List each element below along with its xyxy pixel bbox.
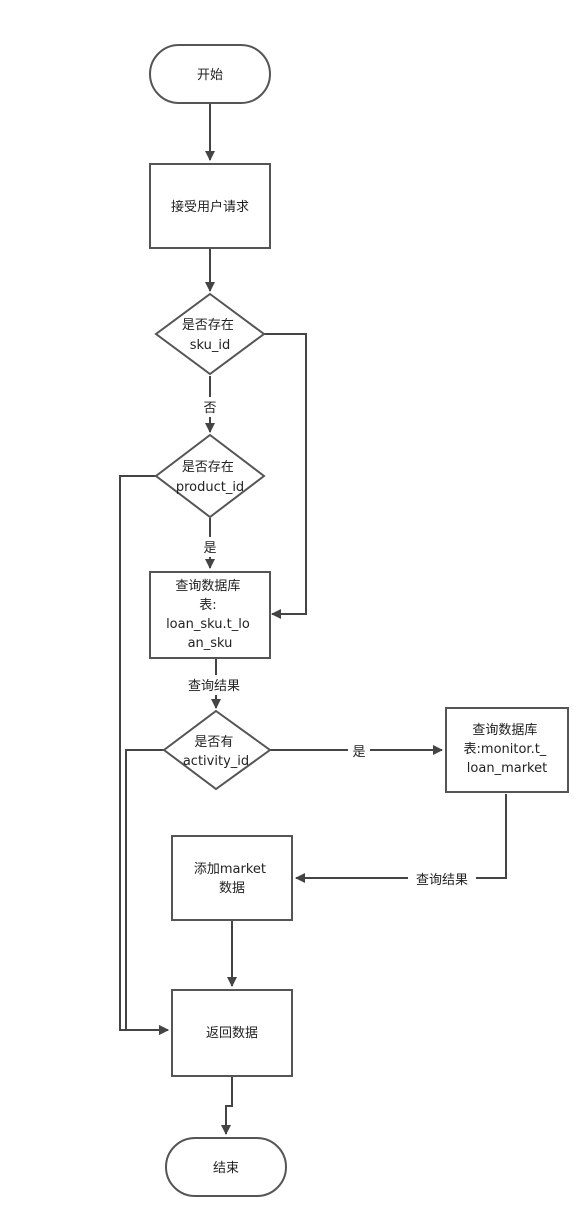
query-loan-label-line2: 表: (199, 598, 216, 613)
svg-text:是: 是 (203, 541, 216, 556)
start-label: 开始 (197, 68, 223, 83)
svg-text:查询结果: 查询结果 (188, 679, 240, 694)
edge-label-query-result-2: 查询结果 (408, 869, 476, 889)
query-market-label-line2: 表:monitor.t_ (464, 742, 547, 757)
svg-text:添加market 数据: 添加market 数据 (194, 862, 270, 896)
check-product-node: 是否存在 product_id (154, 433, 266, 519)
edges (119, 104, 507, 1135)
edge-label-product-yes: 是 (200, 537, 220, 557)
add-market-label-line1: 添加market (194, 862, 266, 877)
receive-request-node: 接受用户请求 (149, 163, 271, 249)
edge-check-sku-yes (264, 333, 307, 619)
svg-text:是否存在 sku_id: 是否存在 sku_id (182, 318, 238, 353)
svg-text:查询数据库 表:monitor.t_: 查询数据库 表:monitor.t_ loan_market (464, 722, 551, 776)
receive-request-label: 接受用户请求 (171, 199, 249, 215)
query-market-label-line3: loan_market (467, 761, 547, 776)
check-activity-label-line2: activity_id (183, 754, 249, 769)
svg-text:是否存在 product_id: 是否存在 product_id (176, 460, 244, 495)
svg-text:是否有 activity_id: 是否有 activity_id (183, 735, 249, 769)
svg-text:是: 是 (352, 745, 365, 760)
svg-text:查询结果: 查询结果 (416, 873, 468, 888)
check-product-label-line1: 是否存在 (182, 460, 234, 475)
check-product-label-line2: product_id (176, 480, 244, 495)
query-market-node: 查询数据库 表:monitor.t_ loan_market (445, 707, 569, 793)
add-market-node: 添加market 数据 (171, 835, 293, 921)
query-loan-label-line3: loan_sku.t_lo (166, 617, 250, 632)
svg-text:返回数据: 返回数据 (206, 1026, 258, 1041)
return-data-label: 返回数据 (206, 1026, 258, 1041)
svg-text:开始: 开始 (197, 68, 223, 83)
svg-text:查询数据库 表: loan_sku.: 查询数据库 表: loan_sku.t_lo an_sku (166, 578, 254, 651)
svg-text:结束: 结束 (213, 1161, 239, 1176)
edge-check-product-no (119, 475, 169, 1035)
add-market-label-line2: 数据 (219, 881, 245, 896)
check-sku-node: 是否存在 sku_id (154, 292, 266, 376)
check-activity-label-line1: 是否有 (194, 735, 233, 750)
query-loan-label-line1: 查询数据库 (175, 578, 240, 594)
query-loan-node: 查询数据库 表: loan_sku.t_lo an_sku (149, 571, 271, 659)
edge-return-end (221, 1076, 233, 1135)
svg-text:否: 否 (203, 401, 216, 416)
query-market-label-line1: 查询数据库 (472, 722, 537, 738)
edge-label-activity-yes: 是 (348, 741, 370, 761)
check-sku-label-line2: sku_id (190, 338, 231, 353)
edge-label-query-result-1: 查询结果 (180, 675, 248, 695)
check-sku-label-line1: 是否存在 (182, 318, 234, 333)
edge-check-activity-no (125, 749, 169, 1035)
check-activity-node: 是否有 activity_id (162, 709, 272, 791)
return-data-node: 返回数据 (171, 989, 293, 1077)
edge-query-market-add (295, 794, 507, 883)
start-node: 开始 (149, 44, 271, 104)
svg-text:接受用户请求: 接受用户请求 (171, 199, 249, 215)
end-node: 结束 (165, 1137, 287, 1197)
end-label: 结束 (213, 1161, 239, 1176)
edge-label-sku-no: 否 (200, 397, 220, 417)
query-loan-label-line4: an_sku (188, 636, 233, 651)
